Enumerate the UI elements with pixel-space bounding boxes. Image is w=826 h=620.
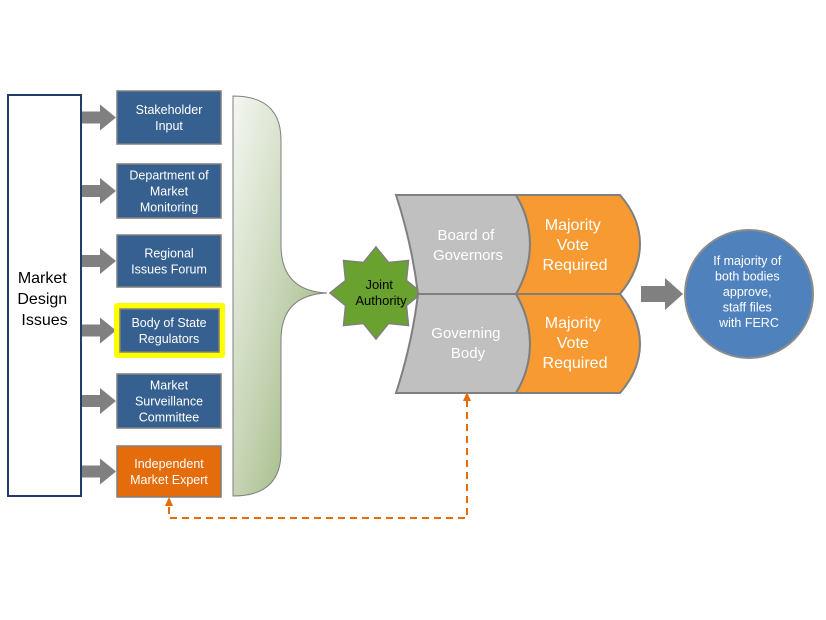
arrow-right-icon (82, 248, 116, 274)
arrow-right-icon (82, 388, 116, 414)
stakeholder-input-rect (116, 90, 222, 145)
governing-body-shape (394, 293, 532, 394)
outcome-circle: If majority of both bodies approve, staf… (684, 229, 814, 359)
outcome-label: If majority of both bodies approve, staf… (713, 254, 785, 330)
department-of-market-monitoring-rect (116, 163, 222, 219)
regional-issues-forum-rect (116, 234, 222, 288)
arrow-right-icon (82, 104, 116, 131)
board-of-governors-shape (394, 194, 532, 295)
board-of-governors-row: Board of Governors Majority Vote Require… (394, 194, 642, 295)
governing-body-vote-shape (514, 293, 642, 394)
board-of-governors-label: Board of Governors (433, 227, 503, 264)
board-of-governors-vote-label: Majority Vote Required (543, 217, 608, 274)
brace-connector (232, 95, 328, 497)
market-design-issues-box: Market Design Issues (7, 94, 82, 497)
feedback-dashed-connector (165, 392, 471, 519)
market-surveillance-committee-rect (116, 373, 222, 429)
market-design-issues-label: Market Design Issues (17, 270, 71, 329)
independent-market-expert-rect (116, 445, 222, 498)
governing-body-label: Governing Body (431, 325, 504, 362)
joint-authority-star: Joint Authority (328, 245, 424, 341)
body-of-state-regulators-rect (119, 308, 220, 353)
arrow-right-icon (82, 458, 116, 485)
arrow-right-icon (82, 178, 116, 204)
arrow-up-to-governing-body-icon (463, 392, 471, 401)
outcome-arrow-icon (641, 278, 683, 310)
governing-body-vote-label: Majority Vote Required (543, 315, 608, 372)
governing-body-row: Governing Body Majority Vote Required (394, 293, 642, 394)
arrow-up-to-independent-expert-icon (165, 497, 173, 506)
arrow-right-icon (82, 317, 116, 344)
joint-authority-label: Joint Authority (355, 277, 407, 308)
